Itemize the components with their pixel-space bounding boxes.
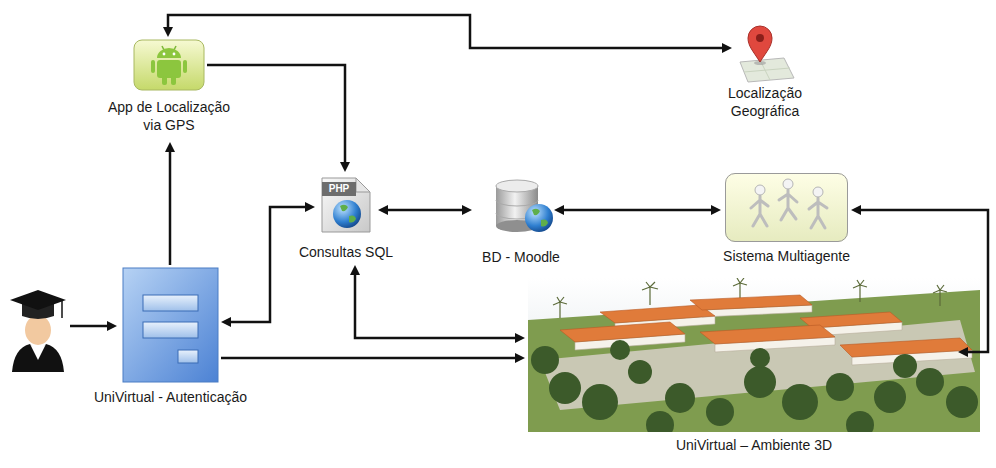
agent-box: Sistema Multiagente — [725, 173, 848, 242]
database-node: BD - Moodle — [492, 178, 550, 235]
user-figure — [10, 290, 112, 372]
node-caption: UniVirtual - Autenticação — [94, 388, 247, 406]
connector-arrow — [383, 209, 467, 212]
icon-label: PHP — [322, 182, 356, 196]
connector-arrow — [168, 15, 727, 48]
node-caption: Localização Geográfica — [715, 84, 815, 120]
node-label: BD - Moodle — [482, 248, 560, 266]
node-label: Sistema Multiagente — [723, 247, 850, 265]
connector-arrow — [856, 210, 988, 352]
node-label: Consultas SQL — [299, 243, 393, 261]
node-label: UniVirtual - Autenticação — [94, 388, 247, 406]
map-pin-icon — [740, 26, 794, 82]
connector-arrow — [169, 147, 172, 265]
virtual-world-node: UniVirtual – Ambiente 3D — [528, 278, 980, 432]
connector-arrow — [355, 270, 520, 338]
agents-icon — [725, 173, 848, 242]
node-caption: Consultas SQL — [299, 243, 393, 261]
campus-render — [528, 278, 980, 432]
node-label: UniVirtual – Ambiente 3D — [676, 436, 832, 454]
location-node: Localização Geográfica — [735, 25, 795, 80]
login-form-icon — [123, 268, 218, 382]
database-icon — [496, 180, 553, 232]
android-icon — [134, 40, 204, 90]
node-label: App de Localização via GPS — [99, 98, 239, 134]
connector-arrow — [207, 65, 345, 167]
connector-arrow — [559, 209, 716, 212]
connector-arrow — [226, 207, 310, 322]
node-label: Localização Geográfica — [715, 84, 815, 120]
node-caption: Sistema Multiagente — [723, 247, 850, 265]
node-caption: BD - Moodle — [482, 248, 560, 266]
app-node: App de Localização via GPS — [134, 40, 204, 90]
node-caption: UniVirtual – Ambiente 3D — [676, 436, 832, 454]
php-file-icon — [322, 178, 370, 232]
auth-node: UniVirtual - Autenticação — [123, 268, 218, 382]
connector-arrow — [221, 357, 520, 360]
node-caption: App de Localização via GPS — [99, 98, 239, 134]
